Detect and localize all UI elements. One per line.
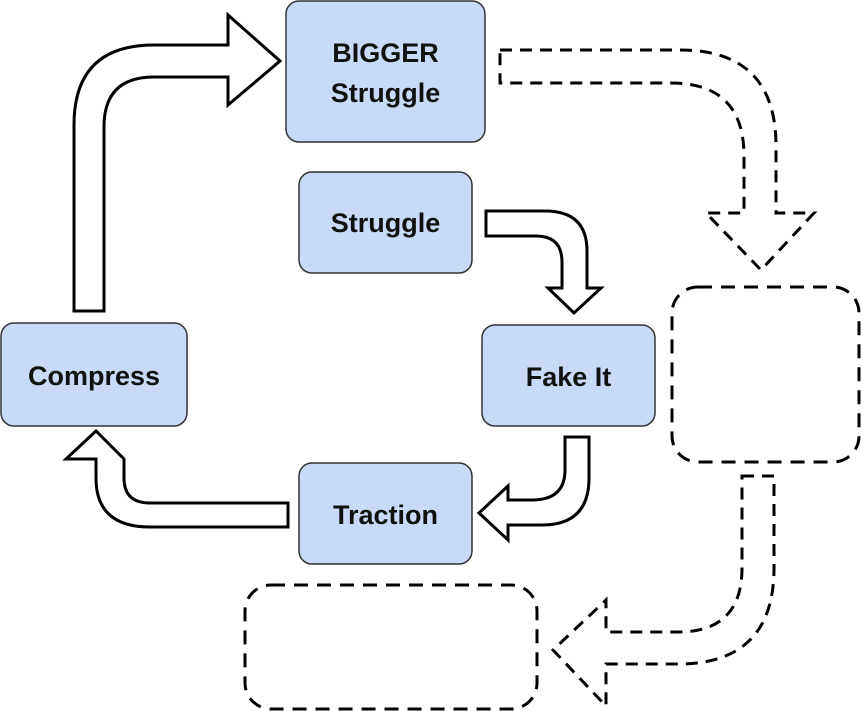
node-struggle: Struggle [298,171,473,274]
arrow-traction-to-compress [62,428,290,529]
arrow-struggle-to-fake-it [484,209,605,316]
node-traction-box [298,462,473,565]
arrow-compress-to-bigger-struggle [72,11,283,313]
node-placeholder-bottom [243,583,539,711]
node-placeholder-right [670,285,861,464]
node-traction: Traction [298,462,473,565]
node-fake-it: Fake It [481,324,656,427]
node-compress-label: Compress [28,361,160,391]
node-traction-label: Traction [333,500,438,530]
node-placeholder-right-box [670,285,861,464]
node-struggle-box [298,171,473,274]
node-placeholder-bottom-box [243,583,539,711]
node-compress: Compress [0,322,188,427]
node-bigger-struggle-line1: BIGGER [332,38,439,68]
node-bigger-struggle-line2: Struggle [331,78,441,108]
node-bigger-struggle-box [285,0,486,143]
arrow-fake-it-to-traction [476,435,591,544]
node-struggle-label: Struggle [331,208,441,238]
arrow-placeholder-right-to-placeholder-bottom [550,474,776,710]
node-bigger-struggle: BIGGER Struggle [285,0,486,143]
node-fake-it-label: Fake It [526,362,612,392]
node-compress-box [0,322,188,427]
node-fake-it-box [481,324,656,427]
